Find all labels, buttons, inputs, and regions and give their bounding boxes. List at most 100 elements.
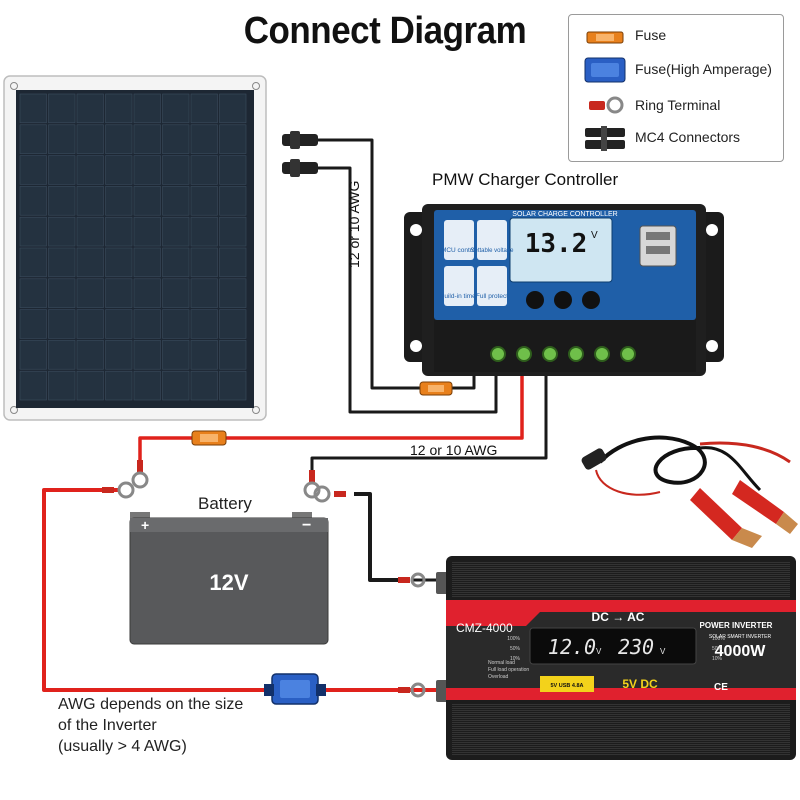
solar-cell <box>76 247 104 278</box>
controller-terminals <box>490 346 636 362</box>
cooling-fin <box>452 710 790 711</box>
wiring <box>42 138 548 692</box>
solar-cell <box>219 216 247 247</box>
legend-label-ring-terminal: Ring Terminal <box>635 97 721 113</box>
badge-full-protect: Full protect <box>476 293 508 300</box>
solar-cell <box>133 247 161 278</box>
solar-cell <box>190 340 218 370</box>
alligator-clamps <box>690 480 798 548</box>
fuse-icon <box>586 31 624 44</box>
solar-cell <box>48 186 76 216</box>
inverter-mode-overload: Overload <box>488 674 509 680</box>
battery-label: Battery <box>198 494 252 513</box>
inverter-load-50-right: 50% <box>712 646 723 652</box>
legend-item-fuse: Fuse <box>569 21 783 51</box>
cooling-fin <box>452 584 790 585</box>
battery-voltage: 12V <box>209 570 248 595</box>
solar-cell <box>76 216 104 247</box>
inverter-wire-note-line: (usually > 4 AWG) <box>58 738 187 755</box>
solar-cell <box>105 216 133 247</box>
inverter-cooling-fins <box>452 562 790 755</box>
solar-cell <box>76 93 104 124</box>
cooling-fin <box>452 722 790 723</box>
cooling-fin <box>452 728 790 729</box>
solar-cell <box>190 93 218 124</box>
mc4-connector-icon <box>585 126 625 151</box>
controller-header: SOLAR CHARGE CONTROLLER <box>512 211 617 218</box>
inverter-subtitle: SOLAR SMART INVERTER <box>709 634 772 640</box>
battery-minus: − <box>302 517 311 534</box>
solar-cell <box>105 370 133 401</box>
panel-wire-gauge: 12 or 10 AWG <box>346 180 362 268</box>
solar-cell <box>48 340 76 370</box>
solar-cell <box>219 309 247 339</box>
wire-fuse-battery <box>191 430 227 446</box>
solar-cell <box>48 309 76 339</box>
solar-cell <box>105 309 133 339</box>
solar-cell <box>19 155 47 185</box>
solar-cell <box>48 93 76 124</box>
inverter-load-10-right: 10% <box>712 656 723 662</box>
cooling-fin <box>452 568 790 569</box>
battery-plus: + <box>141 517 149 533</box>
badge-mcu-control: MCU control <box>441 247 478 254</box>
solar-cell <box>190 278 218 308</box>
inverter-wire-note: AWG depends on the size of the Inverter … <box>58 694 243 757</box>
solar-cell <box>162 155 190 185</box>
ring-terminal-icon <box>589 96 624 114</box>
solar-cell <box>219 93 247 124</box>
controller-voltage: 13.2 <box>525 229 588 259</box>
cooling-fin <box>452 746 790 747</box>
legend-item-mc4-connectors: MC4 Connectors <box>569 123 783 153</box>
legend-item-high-amperage-fuse: Fuse(High Amperage) <box>569 55 783 85</box>
cooling-fin <box>452 736 790 737</box>
wire-fuse <box>419 381 453 396</box>
cooling-fin <box>452 730 790 731</box>
cooling-fin <box>452 594 790 595</box>
page-title: Connect Diagram <box>243 10 527 52</box>
solar-cell <box>48 216 76 247</box>
cooling-fin <box>452 580 790 581</box>
solar-cell <box>133 155 161 185</box>
solar-cell <box>162 93 190 124</box>
inverter-wire-note-line: of the Inverter <box>58 717 157 734</box>
solar-cell <box>19 216 47 247</box>
solar-cell <box>105 278 133 308</box>
solar-cell <box>19 124 47 154</box>
cooling-fin <box>452 732 790 733</box>
solar-cell <box>76 340 104 370</box>
solar-cell <box>219 278 247 308</box>
solar-cell <box>190 309 218 339</box>
solar-cell <box>162 216 190 247</box>
solar-cell <box>76 278 104 308</box>
solar-cell <box>219 247 247 278</box>
solar-cell <box>48 247 76 278</box>
cooling-fin <box>452 748 790 749</box>
charge-controller <box>404 204 724 376</box>
controller-title: PMW Charger Controller <box>432 170 619 189</box>
cooling-fin <box>452 570 790 571</box>
solar-cell <box>162 370 190 401</box>
solar-cell <box>133 370 161 401</box>
badge-settable-voltage: Settable voltage <box>470 248 514 254</box>
cooling-fin <box>452 742 790 743</box>
solar-cell <box>48 370 76 401</box>
cooling-fin <box>452 704 790 705</box>
solar-cell <box>76 309 104 339</box>
cooling-fin <box>452 574 790 575</box>
inverter-output-voltage: 230 <box>618 635 654 659</box>
controller-voltage-unit: V <box>591 230 598 241</box>
cooling-fin <box>452 734 790 735</box>
mc4-connectors <box>282 131 318 177</box>
solar-cell <box>133 124 161 154</box>
cooling-fin <box>452 706 790 707</box>
cooling-fin <box>452 582 790 583</box>
solar-cell <box>76 155 104 185</box>
battery-wire-gauge: 12 or 10 AWG <box>410 442 498 458</box>
inverter-load-50: 50% <box>510 646 521 652</box>
solar-cell <box>105 186 133 216</box>
legend-item-ring-terminal: Ring Terminal <box>569 91 783 121</box>
cooling-fin <box>452 718 790 719</box>
cooling-fin <box>452 744 790 745</box>
